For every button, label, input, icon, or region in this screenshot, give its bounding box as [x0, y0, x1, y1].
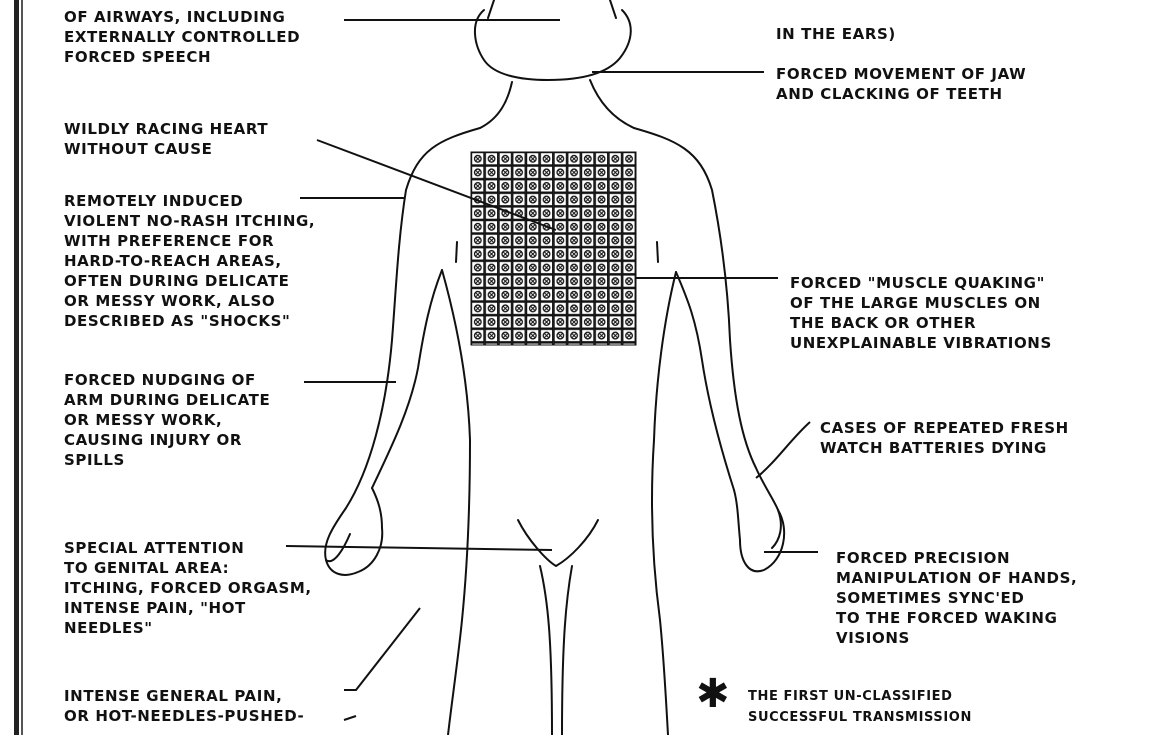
label-genital: SPECIAL ATTENTION TO GENITAL AREA: ITCHI…	[64, 538, 364, 638]
label-watch: CASES OF REPEATED FRESH WATCH BATTERIES …	[820, 418, 1160, 458]
asterisk-icon: ✱	[696, 674, 730, 714]
chest-grid	[471, 152, 636, 345]
label-itching: REMOTELY INDUCED VIOLENT NO-RASH ITCHING…	[64, 191, 364, 331]
label-classified: THE FIRST UN-CLASSIFIED SUCCESSFUL TRANS…	[748, 686, 1068, 728]
label-nudging: FORCED NUDGING OF ARM DURING DELICATE OR…	[64, 370, 324, 470]
label-jaw: FORCED MOVEMENT OF JAW AND CLACKING OF T…	[776, 64, 1106, 104]
leader-lines	[286, 20, 818, 720]
label-general-pain: INTENSE GENERAL PAIN, OR HOT-NEEDLES-PUS…	[64, 686, 364, 726]
label-hands: FORCED PRECISION MANIPULATION OF HANDS, …	[836, 548, 1156, 648]
label-heart: WILDLY RACING HEART WITHOUT CAUSE	[64, 119, 324, 159]
label-ears: IN THE EARS)	[776, 24, 1016, 44]
label-airways: OF AIRWAYS, INCLUDING EXTERNALLY CONTROL…	[64, 7, 354, 67]
label-muscle: FORCED "MUSCLE QUAKING" OF THE LARGE MUS…	[790, 273, 1130, 353]
body-outline	[325, 0, 784, 735]
